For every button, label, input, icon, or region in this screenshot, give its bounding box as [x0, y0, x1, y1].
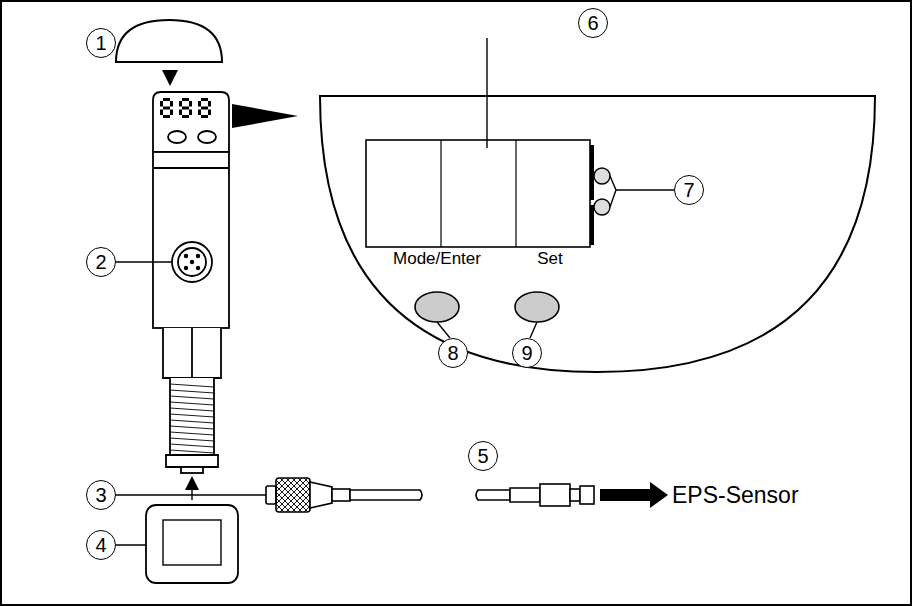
callout-number: 4 — [95, 535, 106, 555]
button-label: Set — [537, 250, 563, 267]
display-panel — [320, 96, 875, 372]
callout-number: 2 — [95, 252, 106, 272]
arrow — [185, 476, 199, 490]
led — [594, 199, 610, 215]
callout-circle: 4 — [86, 530, 116, 560]
sensor-body — [153, 92, 229, 473]
digit-window — [366, 140, 590, 247]
callout-number: 3 — [95, 485, 106, 505]
callout-circle: 1 — [86, 28, 116, 58]
button-label: Mode/Enter — [393, 250, 481, 267]
thread — [170, 384, 214, 453]
callout-circle: 7 — [674, 175, 704, 205]
callout-circle: 8 — [438, 338, 468, 368]
cable — [266, 478, 594, 512]
led-bar — [590, 145, 594, 200]
callout-number: 8 — [447, 343, 458, 363]
arrow — [600, 482, 668, 508]
cap — [116, 20, 222, 62]
arrow — [162, 70, 178, 86]
callout-number: 1 — [95, 33, 106, 53]
callout-circle: 6 — [578, 8, 608, 38]
set-button — [515, 292, 559, 322]
pins — [184, 254, 200, 270]
callout-circle: 2 — [86, 247, 116, 277]
part-label: EPS-Sensor — [672, 484, 799, 507]
leader-lines — [116, 38, 674, 545]
callout-circle: 3 — [86, 480, 116, 510]
callout-number: 7 — [683, 180, 694, 200]
zoom-arrow — [232, 104, 298, 128]
callout-number: 6 — [587, 13, 598, 33]
callout-circle: 5 — [468, 441, 498, 471]
callout-number: 5 — [477, 446, 488, 466]
mode-button — [415, 292, 459, 322]
callout-circle: 9 — [512, 338, 542, 368]
led — [594, 168, 610, 184]
seal — [146, 505, 238, 583]
callout-number: 9 — [521, 343, 532, 363]
